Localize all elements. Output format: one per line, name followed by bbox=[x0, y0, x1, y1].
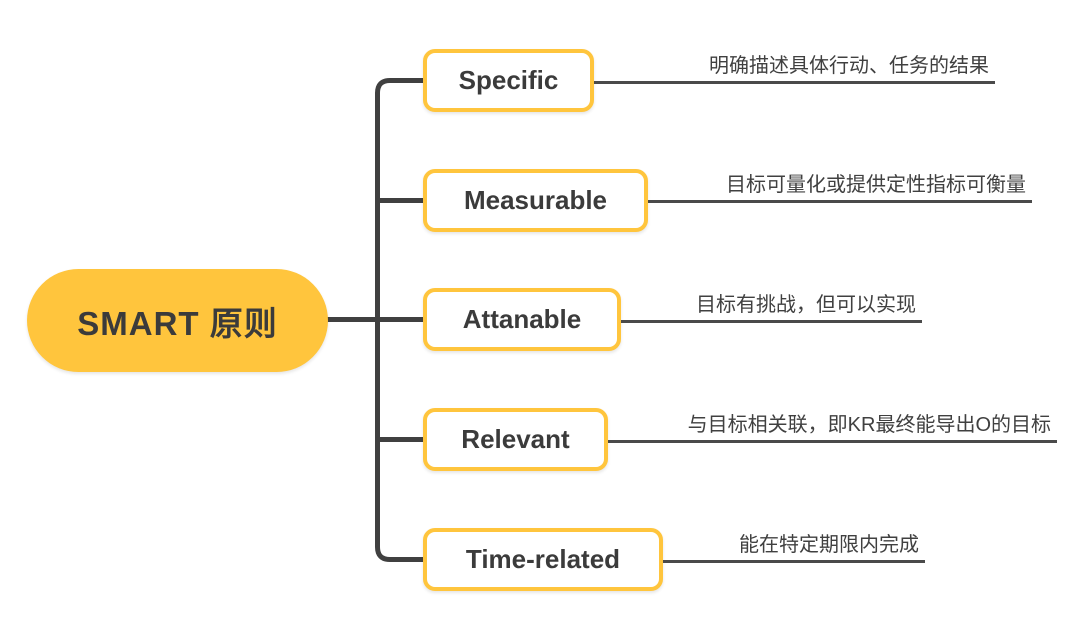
root-node-smart[interactable]: SMART 原则 bbox=[27, 269, 328, 372]
topic-time-related[interactable]: Time-related bbox=[423, 528, 663, 591]
note-specific[interactable]: 明确描述具体行动、任务的结果 bbox=[594, 45, 995, 84]
note-time-related[interactable]: 能在特定期限内完成 bbox=[663, 524, 925, 563]
note-measurable[interactable]: 目标可量化或提供定性指标可衡量 bbox=[648, 164, 1032, 203]
topic-relevant[interactable]: Relevant bbox=[423, 408, 608, 471]
topic-specific[interactable]: Specific bbox=[423, 49, 594, 112]
topic-measurable[interactable]: Measurable bbox=[423, 169, 648, 232]
note-relevant[interactable]: 与目标相关联，即KR最终能导出O的目标 bbox=[608, 404, 1057, 443]
note-attanable[interactable]: 目标有挑战，但可以实现 bbox=[621, 284, 922, 323]
trunk-connector bbox=[375, 78, 426, 562]
topic-attanable[interactable]: Attanable bbox=[423, 288, 621, 351]
